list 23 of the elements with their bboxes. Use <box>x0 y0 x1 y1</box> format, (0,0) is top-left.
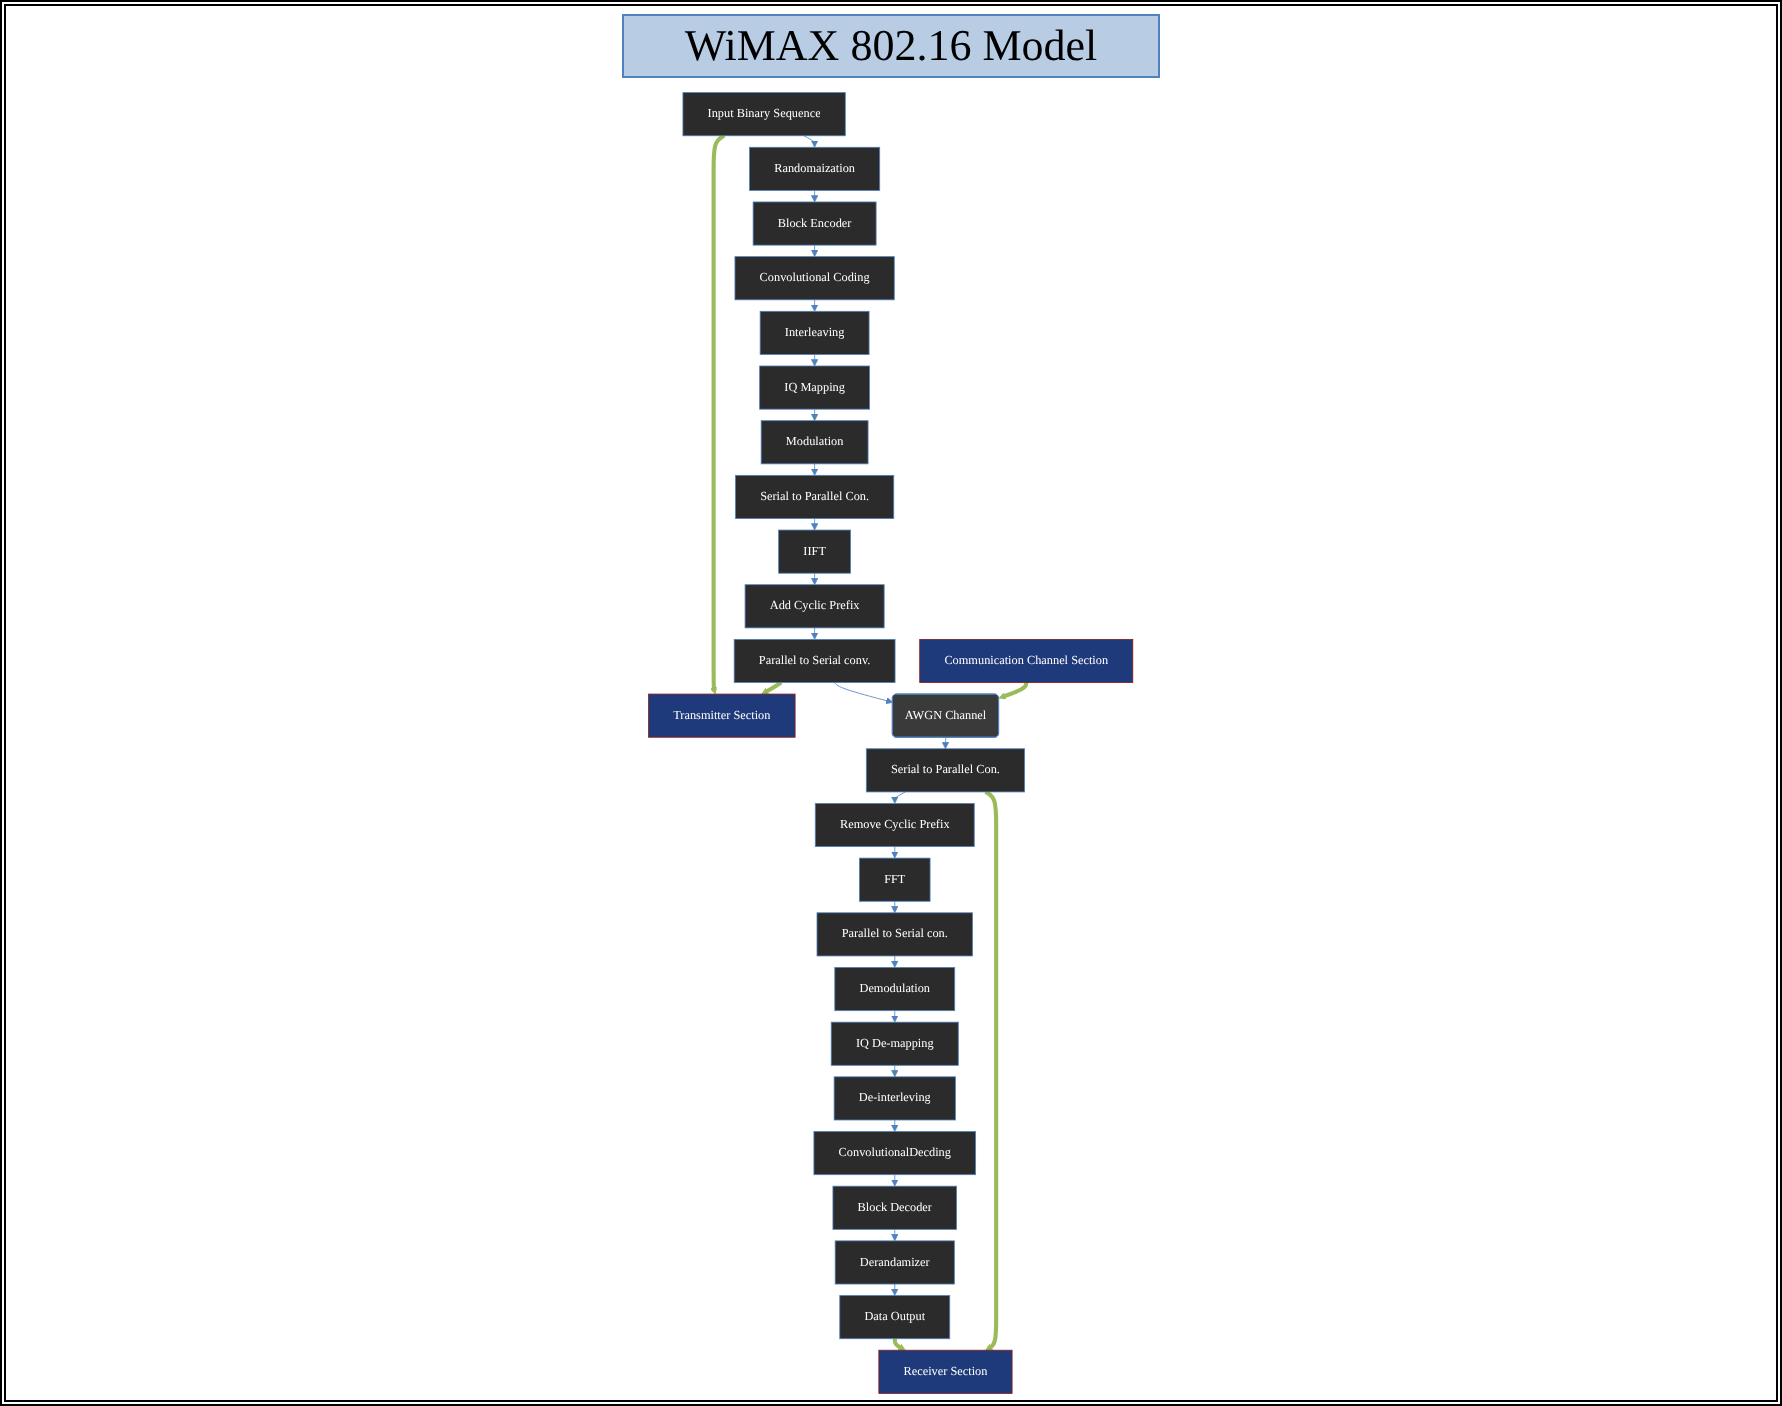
arrow <box>891 955 899 968</box>
arrow <box>761 680 783 695</box>
arrow <box>811 299 819 312</box>
arrow <box>811 408 819 421</box>
arrow <box>811 518 819 531</box>
diagram-title: WiMAX 802.16 Model <box>622 14 1160 78</box>
arrow <box>891 1010 899 1023</box>
arrow <box>998 681 1029 700</box>
arrow <box>811 627 819 640</box>
arrow <box>811 354 819 367</box>
arrow <box>811 463 819 476</box>
arrow <box>893 1337 907 1351</box>
arrow <box>710 134 726 695</box>
arrow <box>811 244 819 257</box>
arrow <box>811 190 819 203</box>
arrow <box>891 846 899 859</box>
arrow <box>891 1119 899 1132</box>
arrow <box>811 572 819 586</box>
arrow <box>891 1064 899 1078</box>
arrow <box>891 1283 899 1296</box>
arrow <box>891 1174 899 1187</box>
arrow <box>942 737 950 750</box>
arrow <box>984 790 999 1351</box>
